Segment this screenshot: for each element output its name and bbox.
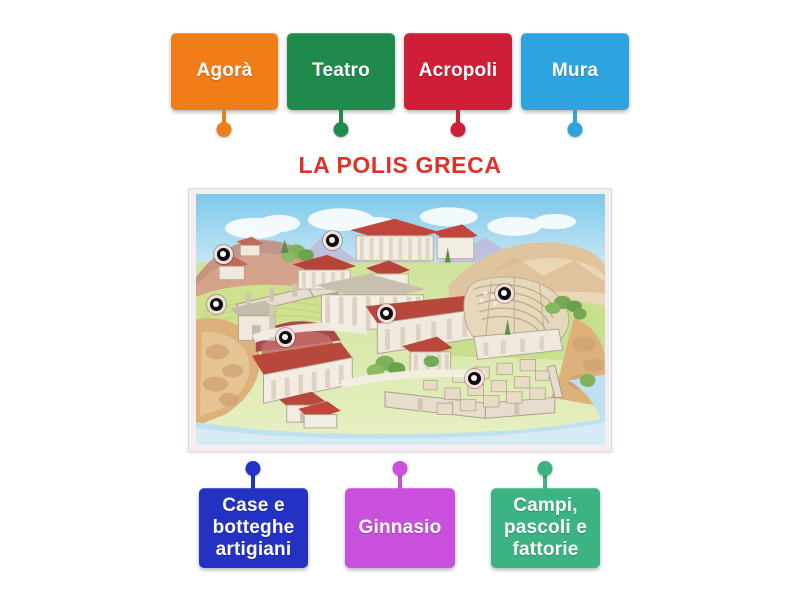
pin-dot-icon[interactable] [216,122,232,137]
pin-dot-icon[interactable] [392,461,408,476]
pin-stem [339,108,343,126]
label-box-ginnasio[interactable]: Ginnasio [345,488,455,568]
pin-ginnasio[interactable] [392,461,408,490]
label-box-mura[interactable]: Mura [521,33,629,110]
pin-dot-icon[interactable] [567,122,583,137]
polis-illustration-artwork [196,194,605,445]
label-text: Campi, pascoli e fattorie [503,494,588,561]
label-box-campi-pascoli-e-fattorie[interactable]: Campi, pascoli e fattorie [491,488,600,568]
pin-agora[interactable] [216,108,232,137]
pin-dot-icon[interactable] [245,461,261,476]
pin-dot-icon[interactable] [537,461,553,476]
pin-stem [398,472,402,490]
label-box-agora[interactable]: Agorà [171,33,278,110]
marker-7-icon[interactable] [464,368,484,388]
pin-acropoli[interactable] [450,108,466,137]
marker-6-icon[interactable] [494,283,514,303]
label-text: Teatro [312,60,370,82]
label-text: Case e botteghe artigiani [212,494,295,561]
label-text: Acropoli [418,60,498,82]
page-title: LA POLIS GRECA [298,152,502,178]
label-text: Agorà [196,60,253,82]
pin-stem [251,472,255,490]
pin-case-e-botteghe-artigiani[interactable] [245,461,261,490]
pin-stem [456,108,460,126]
pin-dot-icon[interactable] [333,122,349,137]
pin-stem [543,472,547,490]
label-box-acropoli[interactable]: Acropoli [404,33,512,110]
polis-illustration [196,194,605,445]
pin-campi-pascoli-e-fattorie[interactable] [537,461,553,490]
pin-dot-icon[interactable] [450,122,466,137]
pin-stem [222,108,226,126]
marker-4-icon[interactable] [275,327,295,347]
pin-stem [573,108,577,126]
label-text: Mura [551,60,599,82]
label-text: Ginnasio [358,516,442,538]
marker-5-icon[interactable] [376,303,396,323]
pin-mura[interactable] [567,108,583,137]
marker-3-icon[interactable] [206,294,226,314]
label-box-teatro[interactable]: Teatro [287,33,395,110]
diagram-image-frame [188,188,612,452]
pin-teatro[interactable] [333,108,349,137]
marker-1-icon[interactable] [213,244,233,264]
marker-2-icon[interactable] [322,230,342,250]
label-box-case-e-botteghe-artigiani[interactable]: Case e botteghe artigiani [199,488,308,568]
